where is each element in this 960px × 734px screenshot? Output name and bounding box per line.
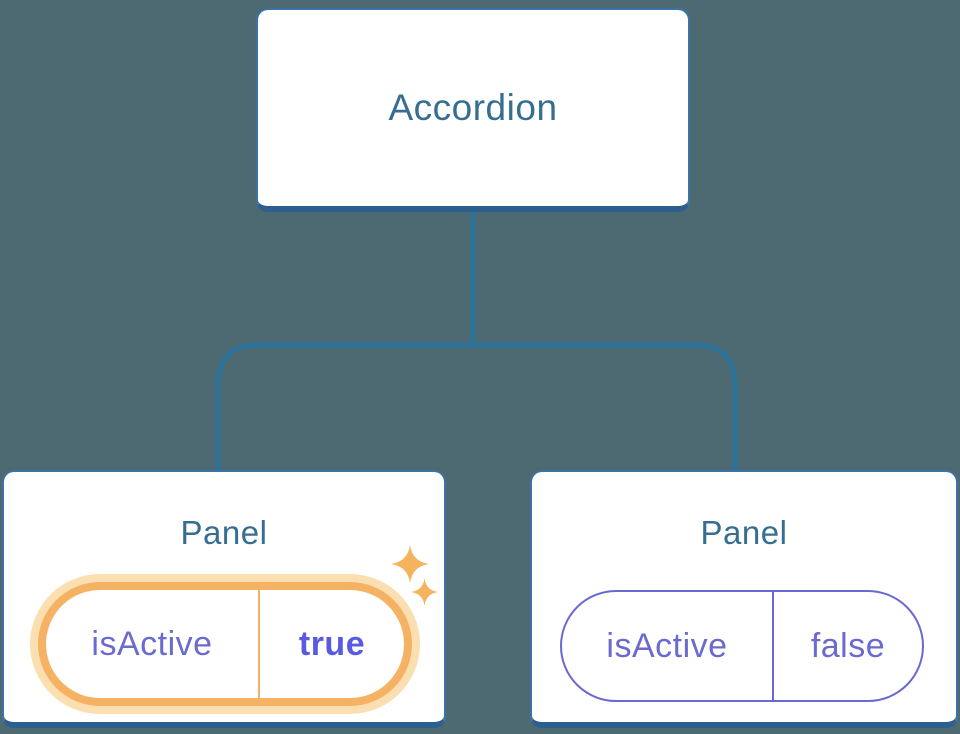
panel-label: Panel: [700, 514, 788, 551]
branch-connector: [215, 342, 738, 471]
panel-label: Panel: [180, 514, 268, 551]
state-key-label: isActive: [606, 626, 728, 665]
accordion-node: Accordion: [256, 8, 690, 212]
accordion-label: Accordion: [388, 87, 558, 128]
state-pill: isActive false: [560, 590, 924, 702]
panel-node-inactive: Panel isActive false: [530, 470, 958, 728]
sparkle-icon: [411, 578, 438, 606]
state-value-label: false: [810, 626, 886, 665]
pill-divider: [772, 592, 774, 700]
state-value-label: true: [298, 624, 366, 663]
state-key-label: isActive: [91, 624, 213, 663]
panel-node-active: Panel isActive true: [2, 470, 446, 728]
state-pill-highlighted: isActive true: [38, 582, 412, 706]
pill-divider: [258, 590, 260, 698]
